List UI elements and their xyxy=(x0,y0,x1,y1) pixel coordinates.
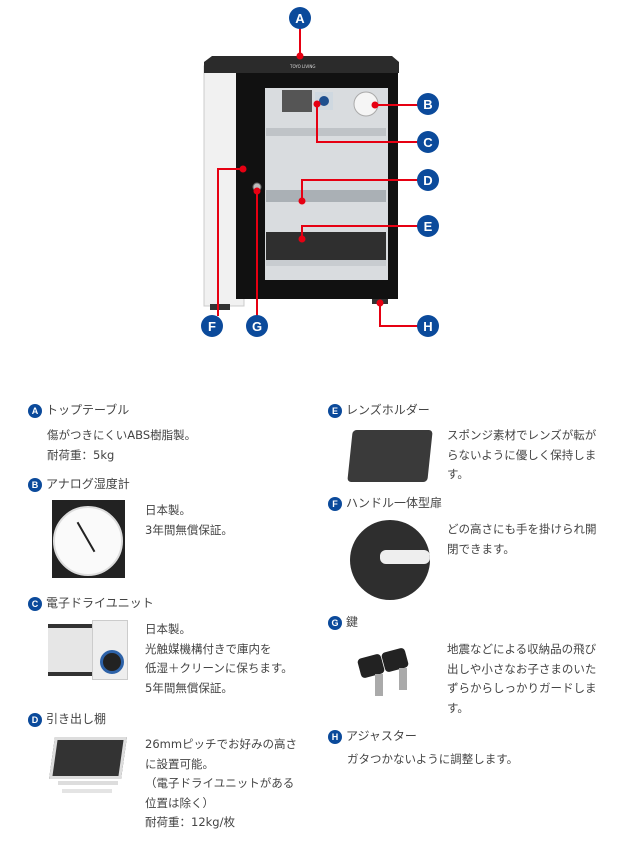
svg-text:H: H xyxy=(423,319,432,334)
marker-f: F xyxy=(201,315,223,337)
marker-d: D xyxy=(417,169,439,191)
feature-desc-f: どの高さにも手を掛けられ開閉できます。 xyxy=(447,522,597,556)
hygrometer-image xyxy=(52,500,125,578)
marker-a: A xyxy=(289,7,311,29)
svg-text:D: D xyxy=(423,173,432,188)
brand-logo: TOYO LIVING xyxy=(289,64,315,69)
feature-desc-a: 傷がつきにくいABS樹脂製。耐荷重：5kg xyxy=(47,428,197,462)
cabinet-diagram: TOYO LIVING A B C D E F G H xyxy=(201,7,439,337)
svg-text:C: C xyxy=(423,135,433,150)
drawer-shelf-image xyxy=(48,735,128,795)
svg-text:G: G xyxy=(252,319,262,334)
handle-door-image xyxy=(350,520,430,600)
marker-c: C xyxy=(417,131,439,153)
dry-unit-image xyxy=(48,620,128,680)
feature-desc-b: 日本製。3年間無償保証。 xyxy=(145,503,233,537)
marker-e: E xyxy=(417,215,439,237)
svg-text:A: A xyxy=(295,11,305,26)
marker-h: H xyxy=(417,315,439,337)
cabinet: TOYO LIVING xyxy=(203,56,399,310)
svg-text:E: E xyxy=(424,219,433,234)
feature-desc-g: 地震などによる収納品の飛び出しや小さなお子さまのいたずらからしっかりガードします… xyxy=(447,642,597,715)
feature-desc-c: 日本製。光触媒機構付きで庫内を低湿＋クリーンに保ちます。5年間無償保証。 xyxy=(145,622,293,695)
feature-desc-e: スポンジ素材でレンズが転がらないように優しく保持します。 xyxy=(447,428,597,481)
lens-holder-image xyxy=(347,430,433,482)
feature-desc-h: ガタつかないように調整します。 xyxy=(347,752,519,766)
feature-desc-d: 26mmピッチでお好みの高さに設置可能。（電子ドライユニットがある位置は除く）耐… xyxy=(145,737,298,829)
marker-b: B xyxy=(417,93,439,115)
svg-text:B: B xyxy=(423,97,432,112)
marker-g: G xyxy=(246,315,268,337)
svg-text:F: F xyxy=(208,319,216,334)
callout-dots xyxy=(239,52,384,307)
key-image xyxy=(355,647,425,703)
callout-lines xyxy=(217,28,418,327)
